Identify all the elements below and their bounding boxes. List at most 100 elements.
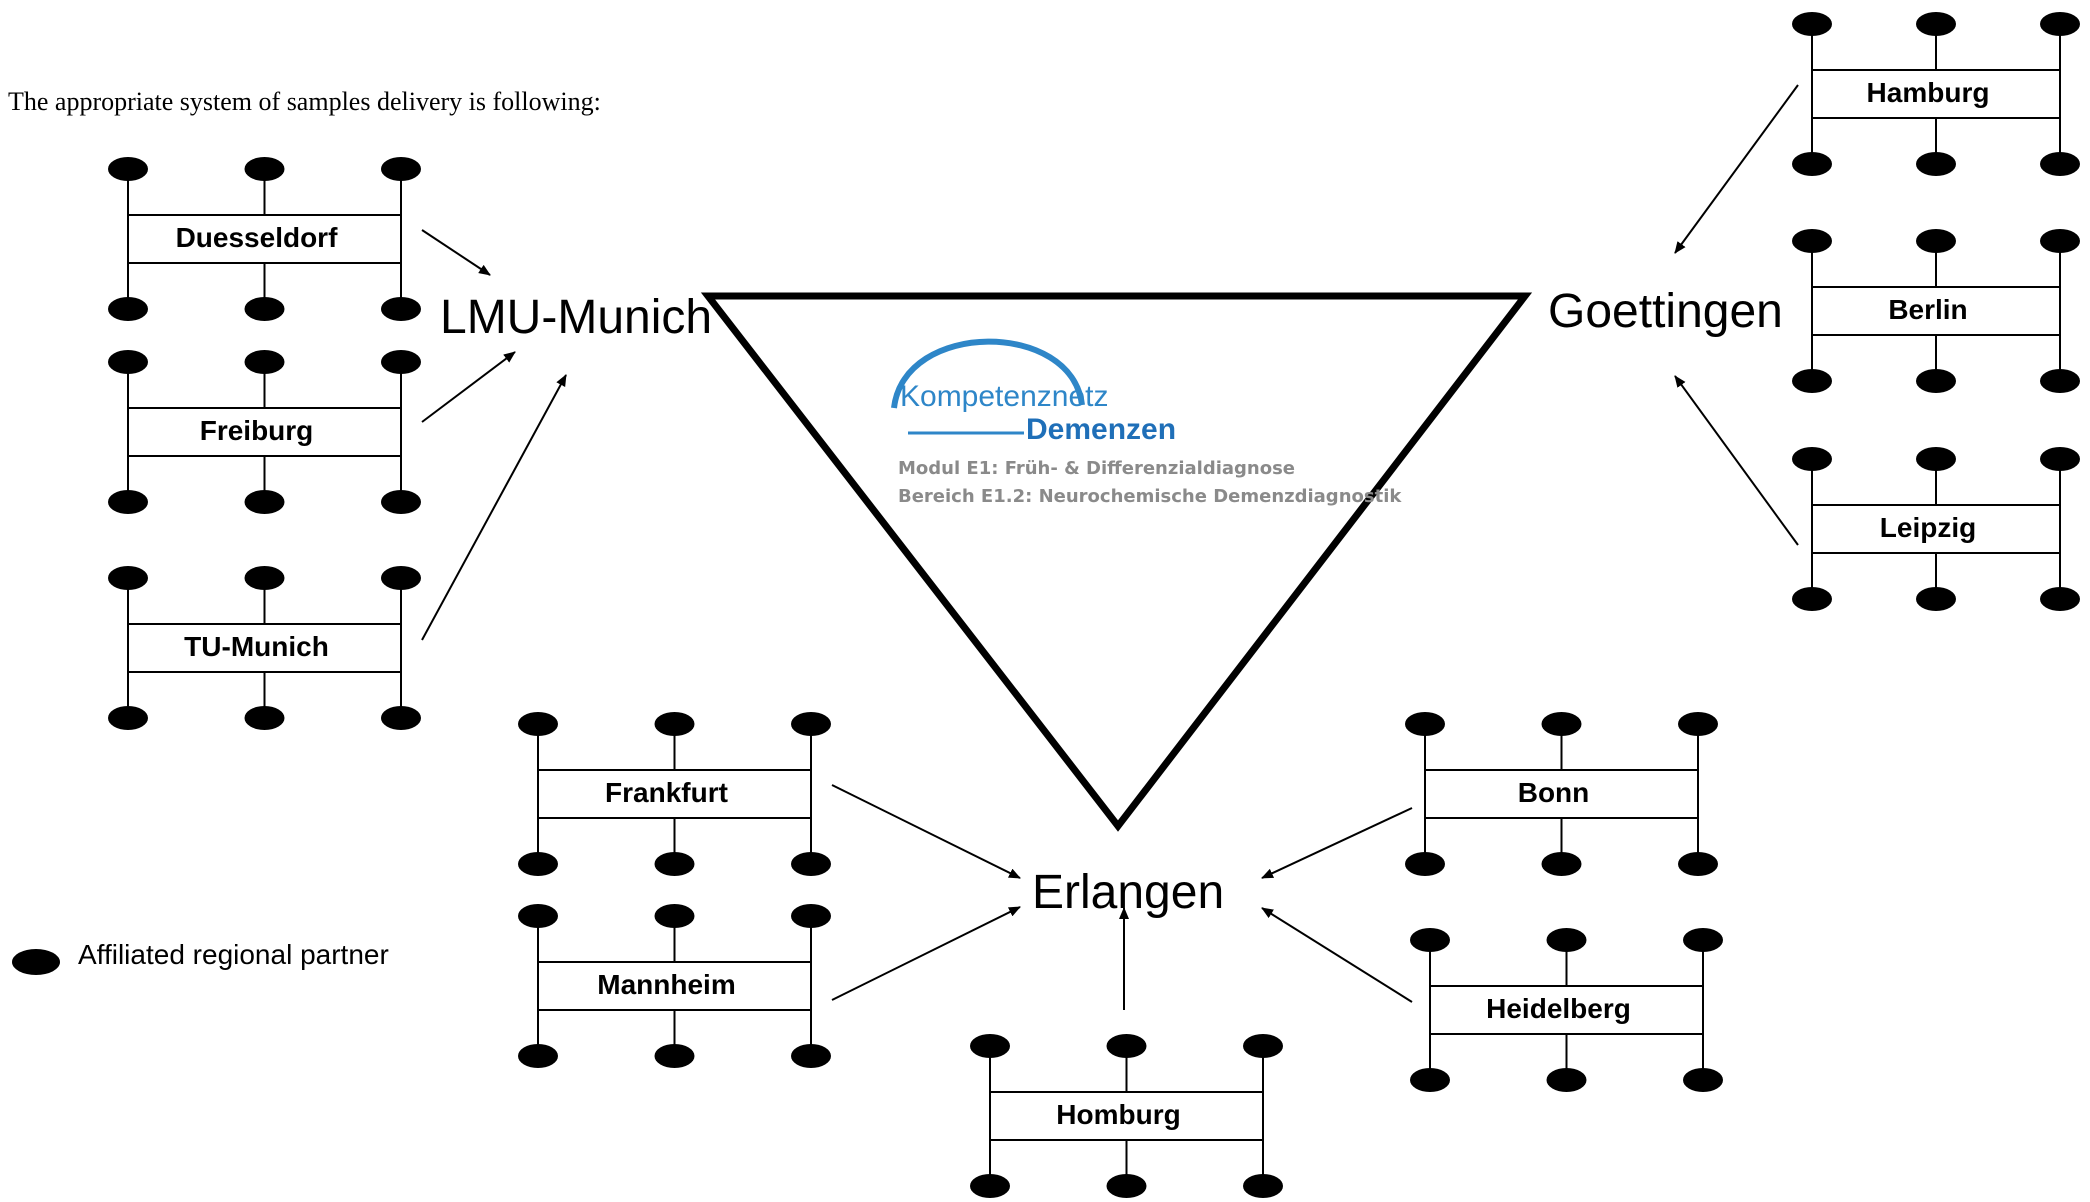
partner-dot xyxy=(654,852,695,876)
site-bonn: Bonn xyxy=(1405,712,1718,876)
partner-dot xyxy=(518,712,558,736)
hub-lmu-munich: LMU-Munich xyxy=(440,291,712,344)
partner-dot xyxy=(1243,1034,1283,1058)
partner-dot xyxy=(381,490,421,514)
partner-dot xyxy=(108,706,148,730)
delivery-arrow xyxy=(421,351,516,423)
site-label-bonn: Bonn xyxy=(1518,777,1590,808)
legend: Affiliated regional partner xyxy=(12,939,389,975)
site-box xyxy=(127,214,402,264)
partner-dot xyxy=(381,350,421,374)
partner-dot xyxy=(791,852,831,876)
partner-dot xyxy=(518,1044,558,1068)
partner-dot xyxy=(791,904,831,928)
site-tu-munich: TU-Munich xyxy=(108,566,421,730)
site-label-mannheim: Mannheim xyxy=(597,969,735,1000)
partner-dot xyxy=(381,297,421,321)
partner-dot xyxy=(244,350,285,374)
legend-label: Affiliated regional partner xyxy=(78,939,389,970)
site-label-berlin: Berlin xyxy=(1888,294,1967,325)
logo-arch xyxy=(891,338,1085,409)
partner-dot xyxy=(518,852,558,876)
partner-dot xyxy=(108,490,148,514)
site-label-hamburg: Hamburg xyxy=(1867,77,1990,108)
partner-dot xyxy=(1410,928,1450,952)
partner-dot xyxy=(1546,1068,1587,1092)
partner-dot xyxy=(970,1174,1010,1198)
hub-erlangen: Erlangen xyxy=(1032,866,1224,919)
site-box xyxy=(537,961,812,1011)
partner-dot xyxy=(244,297,285,321)
partner-dot xyxy=(108,297,148,321)
partner-dot xyxy=(1916,369,1956,393)
partner-dot xyxy=(1410,1068,1450,1092)
partner-dot xyxy=(1106,1034,1147,1058)
partner-dot xyxy=(1243,1174,1283,1198)
partner-dot xyxy=(654,904,695,928)
partner-dot xyxy=(244,157,285,181)
partner-dot xyxy=(1916,447,1956,471)
partner-dot xyxy=(381,157,421,181)
partner-dot xyxy=(1405,712,1445,736)
site-box xyxy=(1811,504,2061,554)
partner-dot xyxy=(1792,229,1832,253)
partner-dot xyxy=(1678,712,1718,736)
site-label-heidelberg: Heidelberg xyxy=(1486,993,1631,1024)
site-box xyxy=(127,623,402,673)
partner-dot xyxy=(2040,12,2080,36)
partner-dot xyxy=(1792,369,1832,393)
partner-dot xyxy=(1792,587,1832,611)
partner-dot xyxy=(791,712,831,736)
partner-dot xyxy=(1405,852,1445,876)
partner-dot xyxy=(108,157,148,181)
delivery-arrow xyxy=(421,374,567,641)
site-duesseldorf: Duesseldorf xyxy=(108,157,421,321)
site-label-frankfurt: Frankfurt xyxy=(605,777,728,808)
site-box xyxy=(1811,286,2061,336)
partner-dot xyxy=(1106,1174,1147,1198)
legend-partner-dot xyxy=(12,949,60,975)
partner-dot xyxy=(654,712,695,736)
site-hamburg: Hamburg xyxy=(1792,12,2080,176)
partner-dot xyxy=(1916,229,1956,253)
site-box xyxy=(1424,769,1699,819)
logo-module-line: Modul E1: Früh- & Differenzialdiagnose xyxy=(898,458,1295,479)
partner-dot xyxy=(1792,152,1832,176)
partner-dot xyxy=(1546,928,1587,952)
partner-dot xyxy=(1683,928,1723,952)
site-box xyxy=(1811,69,2061,119)
site-heidelberg: Heidelberg xyxy=(1410,928,1723,1092)
site-box xyxy=(1429,985,1704,1035)
site-label-duesseldorf: Duesseldorf xyxy=(176,222,338,253)
partner-dot xyxy=(1916,12,1956,36)
partner-dot xyxy=(2040,447,2080,471)
central-triangle xyxy=(700,292,1533,832)
hub-goettingen: Goettingen xyxy=(1548,285,1783,338)
kompetenznetz-logo: Kompetenznetz Demenzen Modul E1: Früh- &… xyxy=(891,338,1402,507)
site-label-leipzig: Leipzig xyxy=(1880,512,1976,543)
logo-area-line: Bereich E1.2: Neurochemische Demenzdiagn… xyxy=(898,486,1402,507)
partner-dot xyxy=(244,706,285,730)
delivery-arrow xyxy=(1261,807,1413,879)
site-frankfurt: Frankfurt xyxy=(518,712,831,876)
site-homburg: Homburg xyxy=(970,1034,1283,1198)
partner-dot xyxy=(108,566,148,590)
site-freiburg: Freiburg xyxy=(108,350,421,514)
partner-dot xyxy=(381,706,421,730)
delivery-arrow xyxy=(1674,84,1799,254)
partner-dot xyxy=(244,490,285,514)
delivery-arrow xyxy=(1674,375,1799,546)
delivery-arrow xyxy=(1261,907,1413,1003)
partner-dot xyxy=(1916,587,1956,611)
site-mannheim: Mannheim xyxy=(518,904,831,1068)
partner-dot xyxy=(518,904,558,928)
site-box xyxy=(537,769,812,819)
partner-dot xyxy=(1541,712,1582,736)
partner-dot xyxy=(1683,1068,1723,1092)
partner-dot xyxy=(2040,152,2080,176)
site-label-freiburg: Freiburg xyxy=(200,415,314,446)
partner-dot xyxy=(1792,12,1832,36)
partner-dot xyxy=(108,350,148,374)
partner-dot xyxy=(654,1044,695,1068)
